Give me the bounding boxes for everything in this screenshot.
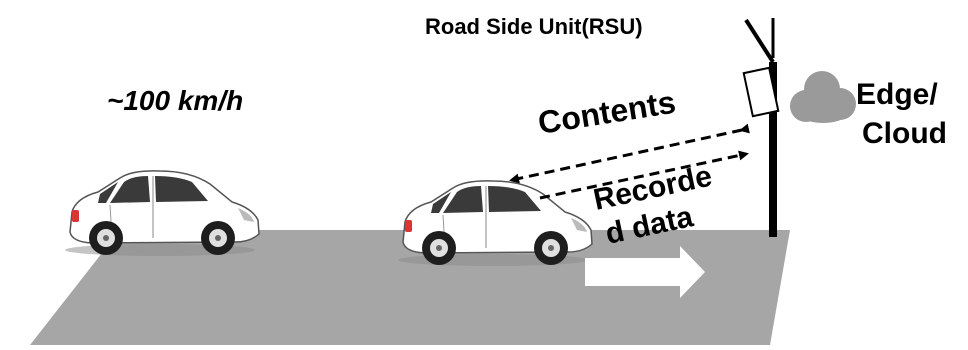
rsu-label: Road Side Unit(RSU) [425, 14, 643, 39]
contents-label: Contents [535, 84, 678, 141]
speed-label: ~100 km/h [107, 85, 243, 116]
cloud-icon [790, 71, 856, 123]
car-left [65, 171, 259, 256]
edge-label-line2: Cloud [862, 117, 947, 150]
rsu-pole [744, 18, 779, 237]
edge-label-line1: Edge/ [856, 78, 938, 111]
